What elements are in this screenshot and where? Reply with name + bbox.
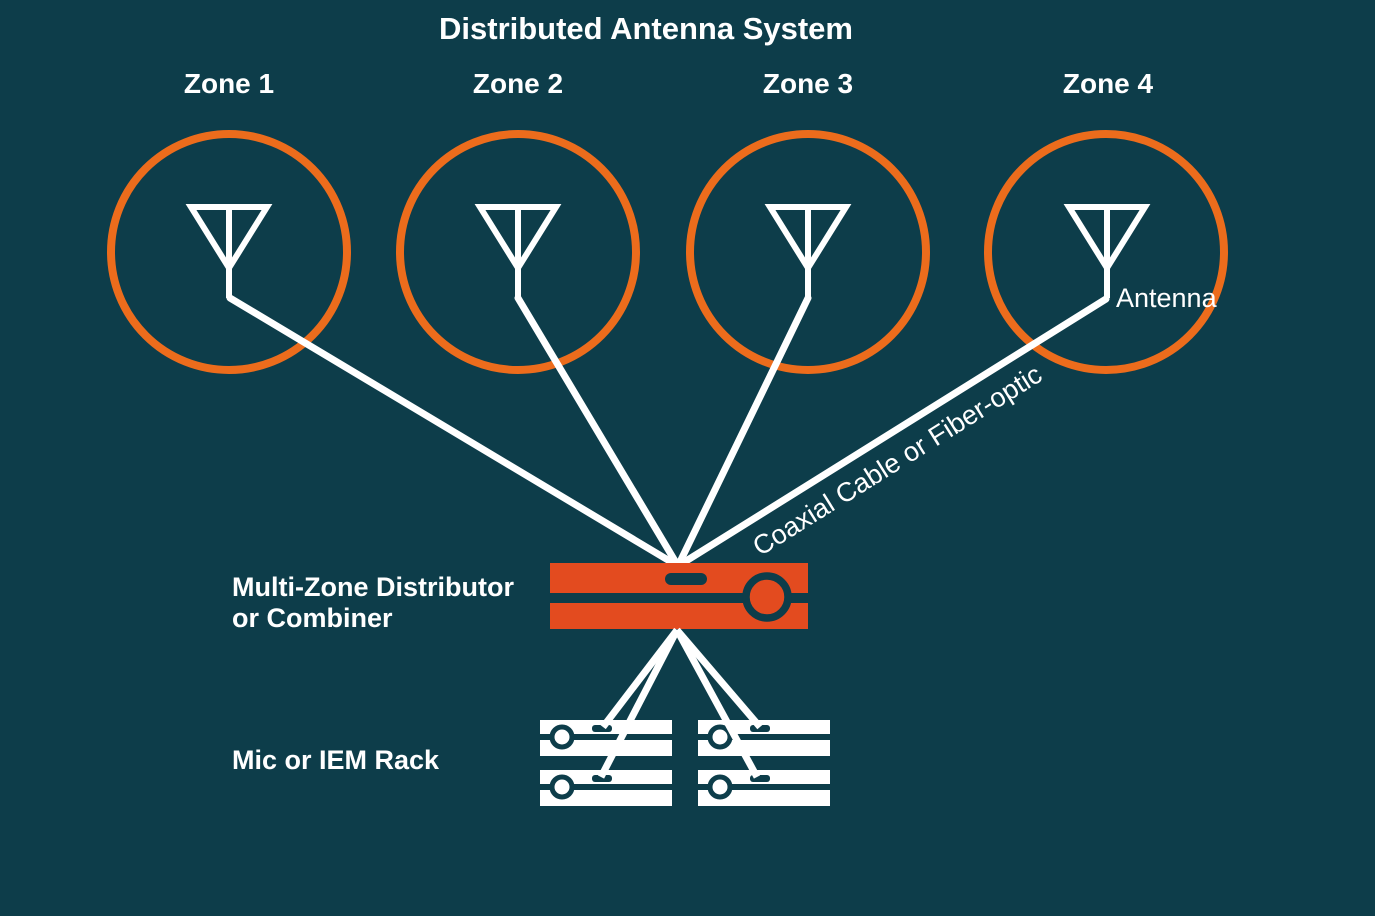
rack-cable-1 (600, 627, 680, 730)
zone-3: Zone 3 (686, 68, 930, 374)
zone-1: Zone 1 (107, 68, 351, 374)
zone-3-coverage-circle (686, 130, 930, 374)
cable-zone-1 (226, 294, 682, 570)
zone-4: Zone 4 (984, 68, 1228, 374)
diagram-title: Distributed Antenna System (439, 11, 853, 46)
zone-4-coverage-circle (984, 130, 1228, 374)
distributor-display-slot (665, 573, 707, 585)
cable-zone-2 (514, 294, 682, 570)
rack-label: Mic or IEM Rack (232, 745, 440, 775)
zone-2: Zone 2 (396, 68, 640, 374)
zone-3-label: Zone 3 (763, 68, 853, 99)
distributor-rail (550, 593, 808, 603)
cable-zone-4 (674, 295, 1110, 570)
zone-2-label: Zone 2 (473, 68, 563, 99)
distributor-label-line1: Multi-Zone Distributor (232, 572, 514, 602)
distributor-combiner-unit (550, 563, 808, 629)
rack-cable-3 (673, 628, 761, 779)
zone-1-label: Zone 1 (184, 68, 274, 99)
distributor-knob (742, 572, 792, 622)
rack-cable-2 (597, 628, 681, 779)
rack-cable-4 (674, 627, 763, 730)
zone-2-coverage-circle (396, 130, 640, 374)
antenna-label: Antenna (1116, 283, 1218, 313)
zone-4-label: Zone 4 (1063, 68, 1154, 99)
zone-1-coverage-circle (107, 130, 351, 374)
rack-unit (698, 720, 830, 756)
rack-unit (540, 770, 672, 806)
rack-unit (698, 770, 830, 806)
cable-zone-3 (674, 294, 812, 570)
distributor-label-line2: or Combiner (232, 603, 393, 633)
